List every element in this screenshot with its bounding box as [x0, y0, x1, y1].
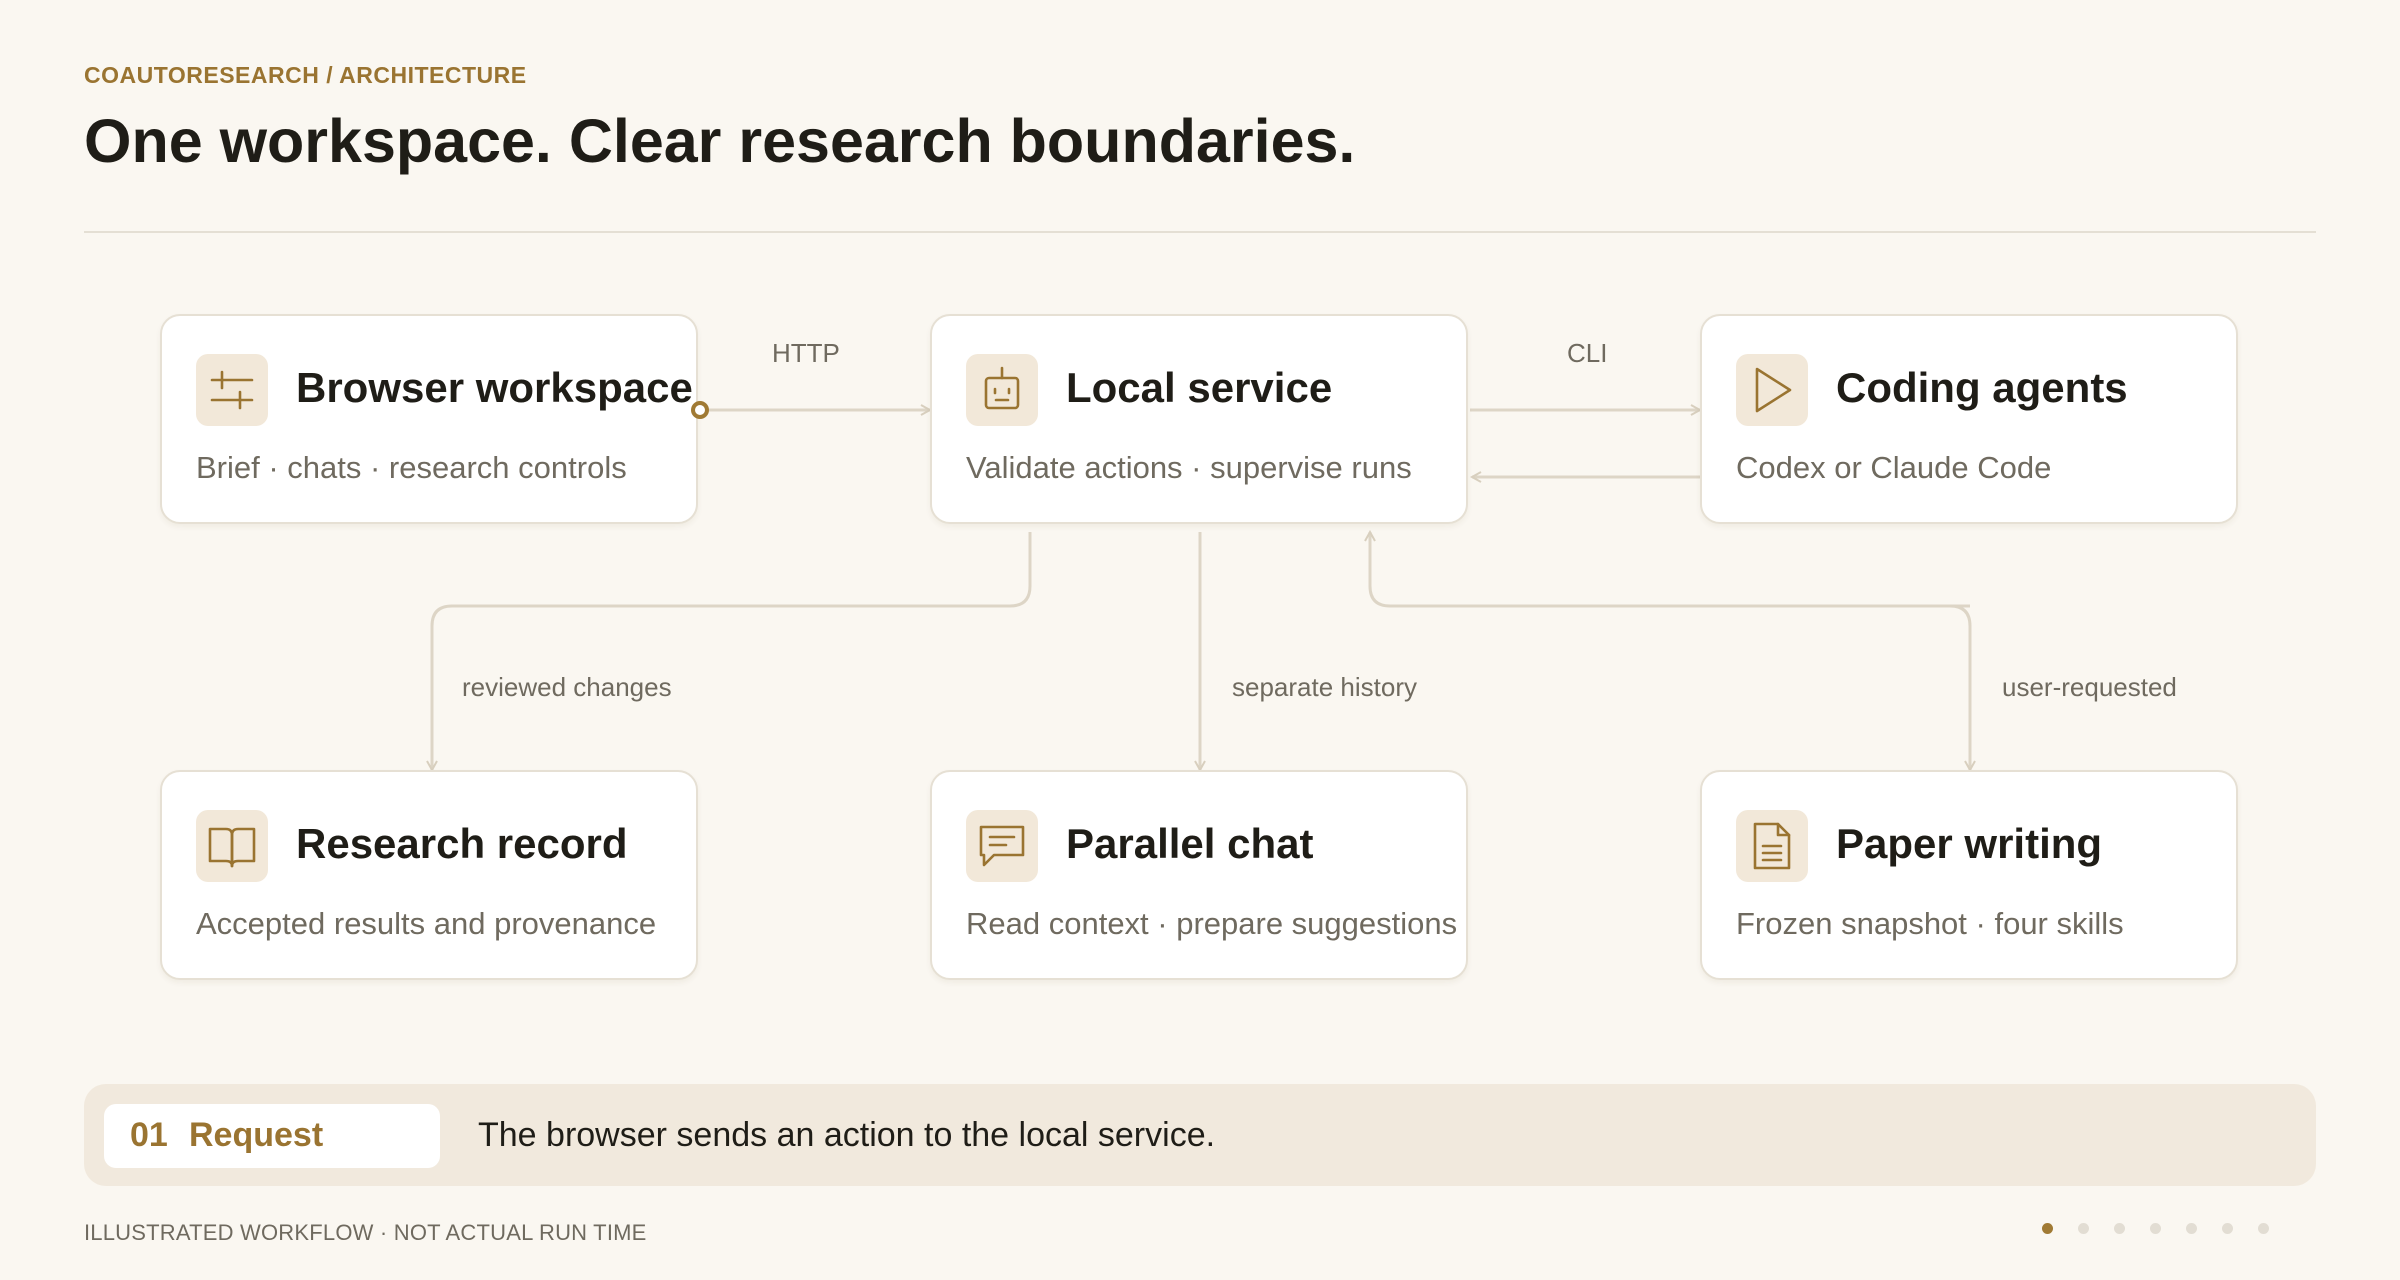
edge-label-user-requested: user-requested [2002, 672, 2177, 702]
node-subtitle: Brief · chats · research controls [196, 450, 627, 485]
edge-label-reviewed-changes: reviewed changes [462, 672, 672, 702]
step-description: The browser sends an action to the local… [478, 1116, 1216, 1154]
node-paper-writing[interactable]: Paper writing Frozen snapshot · four ski… [1700, 770, 2238, 980]
step-dot-7[interactable] [2258, 1223, 2269, 1234]
edge-reviewed-changes [432, 532, 1032, 770]
chat-bubble-icon [966, 810, 1038, 882]
edge-user-requested-up [1370, 532, 1970, 608]
edge-user-requested-down [1949, 604, 1970, 770]
sliders-icon [196, 354, 268, 426]
node-subtitle: Frozen snapshot · four skills [1736, 906, 2124, 941]
step-number: 01 [130, 1116, 168, 1154]
node-local-service[interactable]: Local service Validate actions · supervi… [930, 314, 1468, 524]
node-research-record[interactable]: Research record Accepted results and pro… [160, 770, 698, 980]
node-subtitle: Validate actions · supervise runs [966, 450, 1412, 485]
node-browser-workspace[interactable]: Browser workspace Brief · chats · resear… [160, 314, 698, 524]
node-subtitle: Read context · prepare suggestions [966, 906, 1458, 941]
page-title: One workspace. Clear research boundaries… [84, 107, 1356, 175]
node-title: Research record [296, 820, 628, 867]
step-dot-3[interactable] [2114, 1223, 2125, 1234]
node-subtitle: Codex or Claude Code [1736, 450, 2052, 485]
step-name: Request [189, 1116, 324, 1154]
header-divider [84, 231, 2316, 233]
node-parallel-chat[interactable]: Parallel chat Read context · prepare sug… [930, 770, 1468, 980]
footnote: ILLUSTRATED WORKFLOW · NOT ACTUAL RUN TI… [84, 1220, 647, 1245]
play-icon [1736, 354, 1808, 426]
document-icon [1736, 810, 1808, 882]
edge-label-cli: CLI [1567, 338, 1608, 368]
edge-label-separate-history: separate history [1232, 672, 1417, 702]
step-dot-6[interactable] [2222, 1223, 2233, 1234]
eyebrow: COAUTORESEARCH / ARCHITECTURE [84, 62, 527, 88]
step-tag: 01 Request [104, 1104, 440, 1168]
robot-icon [966, 354, 1038, 426]
node-title: Paper writing [1836, 820, 2103, 867]
active-port-indicator [691, 401, 709, 419]
step-caption-bar: 01 Request The browser sends an action t… [84, 1084, 2316, 1186]
step-dot-1[interactable] [2042, 1223, 2053, 1234]
node-title: Browser workspace [296, 364, 693, 411]
book-icon [196, 810, 268, 882]
node-title: Local service [1066, 364, 1333, 411]
edge-label-http: HTTP [772, 338, 840, 368]
node-coding-agents[interactable]: Coding agents Codex or Claude Code [1700, 314, 2238, 524]
step-dot-2[interactable] [2078, 1223, 2089, 1234]
step-dot-4[interactable] [2150, 1223, 2161, 1234]
node-title: Parallel chat [1066, 820, 1314, 867]
node-subtitle: Accepted results and provenance [196, 906, 657, 941]
step-dot-5[interactable] [2186, 1223, 2197, 1234]
node-title: Coding agents [1836, 364, 2128, 411]
